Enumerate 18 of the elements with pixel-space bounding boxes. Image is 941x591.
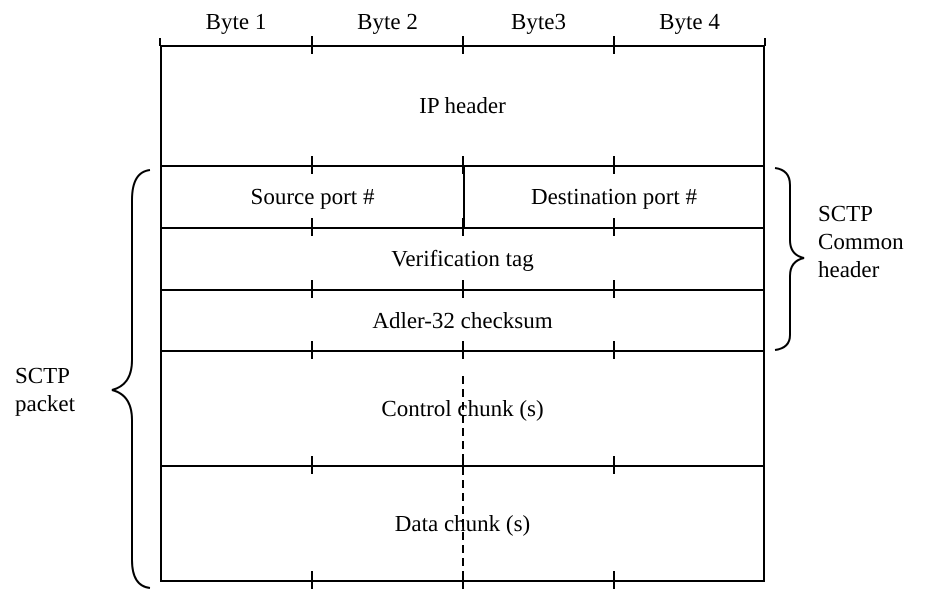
byte-label: Byte 2 (356, 8, 419, 36)
header-field (160, 45, 765, 167)
chunk-field (160, 465, 765, 582)
field-label: Data chunk (s) (394, 510, 530, 536)
byte-label: Byte 1 (204, 8, 268, 36)
field-label: IP header (419, 93, 506, 119)
field-label: Verification tag (391, 246, 534, 272)
byte-label: Byte 4 (658, 8, 721, 36)
chunk-field (160, 350, 765, 467)
brace-label: SCTP packet (15, 362, 76, 418)
byte-label: Byte3 (510, 8, 567, 36)
field-label: Destination port # (530, 184, 698, 210)
tag-field (160, 227, 765, 291)
checksum-field (160, 289, 765, 352)
field-label: Control chunk (s) (381, 396, 544, 422)
field-label: Adler-32 checksum (372, 308, 553, 334)
brace-label: SCTP Common header (818, 200, 905, 284)
field-label: Source port # (250, 184, 374, 210)
